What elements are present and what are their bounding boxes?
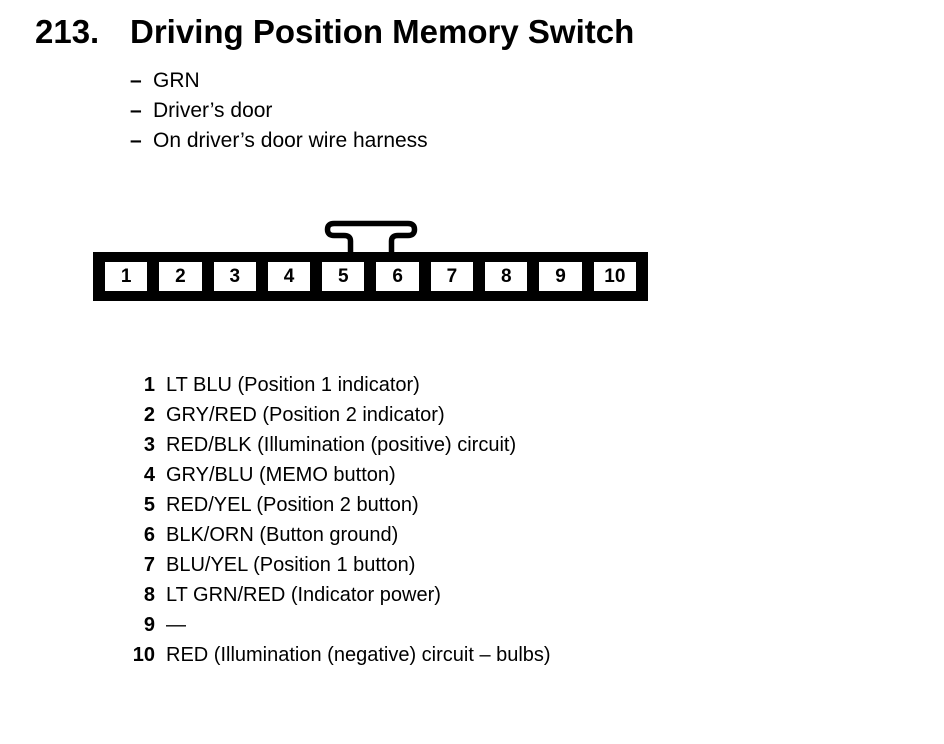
pin-number: 5 xyxy=(143,494,155,516)
connector-pin-cell: 9 xyxy=(533,258,588,295)
detail-item: – Driver’s door xyxy=(130,96,428,126)
connector-pin-cell: 5 xyxy=(316,258,371,295)
pinout-row: 9 — xyxy=(58,610,551,640)
section-title: Driving Position Memory Switch xyxy=(130,13,635,50)
pinout-row: 6 BLK/ORN (Button ground) xyxy=(58,520,551,550)
connector-pin-cell: 4 xyxy=(261,258,317,295)
pin-number: 8 xyxy=(143,584,155,606)
pin-description: LT BLU (Position 1 indicator) xyxy=(166,374,420,396)
pin-number: 7 xyxy=(143,554,155,576)
pin-description: RED/BLK (Illumination (positive) circuit… xyxy=(166,434,517,456)
dash-bullet: – xyxy=(130,99,142,122)
connector-pin-cell: 3 xyxy=(207,258,262,295)
pinout-row: 1 LT BLU (Position 1 indicator) xyxy=(58,370,551,400)
connector-diagram: 1 2 3 4 5 6 7 8 9 10 xyxy=(93,252,648,301)
connector-pin-cell: 8 xyxy=(479,258,534,295)
pinout-row: 10 RED (Illumination (negative) circuit … xyxy=(58,640,551,670)
pinout-list: 1 LT BLU (Position 1 indicator) 2 GRY/RE… xyxy=(58,370,551,670)
pin-number: 6 xyxy=(143,524,155,546)
dash-bullet: – xyxy=(130,69,142,92)
connector-lock-tab-icon xyxy=(324,220,418,254)
pinout-row: 5 RED/YEL (Position 2 button) xyxy=(58,490,551,520)
pin-description: BLU/YEL (Position 1 button) xyxy=(166,554,416,576)
pin-number: 3 xyxy=(143,434,155,456)
connector-pin-cell: 10 xyxy=(587,258,642,295)
pinout-row: 2 GRY/RED (Position 2 indicator) xyxy=(58,400,551,430)
detail-item: – GRN xyxy=(130,66,428,96)
pin-description: GRY/BLU (MEMO button) xyxy=(166,464,396,486)
pin-description: LT GRN/RED (Indicator power) xyxy=(166,584,441,606)
pinout-row: 4 GRY/BLU (MEMO button) xyxy=(58,460,551,490)
pin-number: 2 xyxy=(143,404,155,426)
pinout-row: 3 RED/BLK (Illumination (positive) circu… xyxy=(58,430,551,460)
detail-item: – On driver’s door wire harness xyxy=(130,126,428,156)
detail-text: Driver’s door xyxy=(153,99,273,122)
page-title: 213. Driving Position Memory Switch xyxy=(35,13,634,51)
pin-number: 1 xyxy=(143,374,155,396)
connector-pin-cell: 2 xyxy=(153,258,208,295)
connector-pin-cell: 1 xyxy=(99,258,154,295)
pin-description: RED/YEL (Position 2 button) xyxy=(166,494,419,516)
pinout-row: 8 LT GRN/RED (Indicator power) xyxy=(58,580,551,610)
connector-pin-cell: 7 xyxy=(424,258,480,295)
connector-pin-cell: 6 xyxy=(370,258,425,295)
section-number: 213. xyxy=(35,13,100,50)
pin-description: RED (Illumination (negative) circuit – b… xyxy=(166,644,551,666)
pin-number: 10 xyxy=(132,644,155,666)
pin-description: — xyxy=(166,614,186,636)
detail-text: GRN xyxy=(153,69,200,92)
pin-description: BLK/ORN (Button ground) xyxy=(166,524,399,546)
dash-bullet: – xyxy=(130,129,142,152)
pin-description: GRY/RED (Position 2 indicator) xyxy=(166,404,445,426)
pin-number: 9 xyxy=(143,614,155,636)
detail-text: On driver’s door wire harness xyxy=(153,129,428,152)
pinout-row: 7 BLU/YEL (Position 1 button) xyxy=(58,550,551,580)
connector-details: – GRN – Driver’s door – On driver’s door… xyxy=(130,66,428,156)
pin-number: 4 xyxy=(143,464,155,486)
